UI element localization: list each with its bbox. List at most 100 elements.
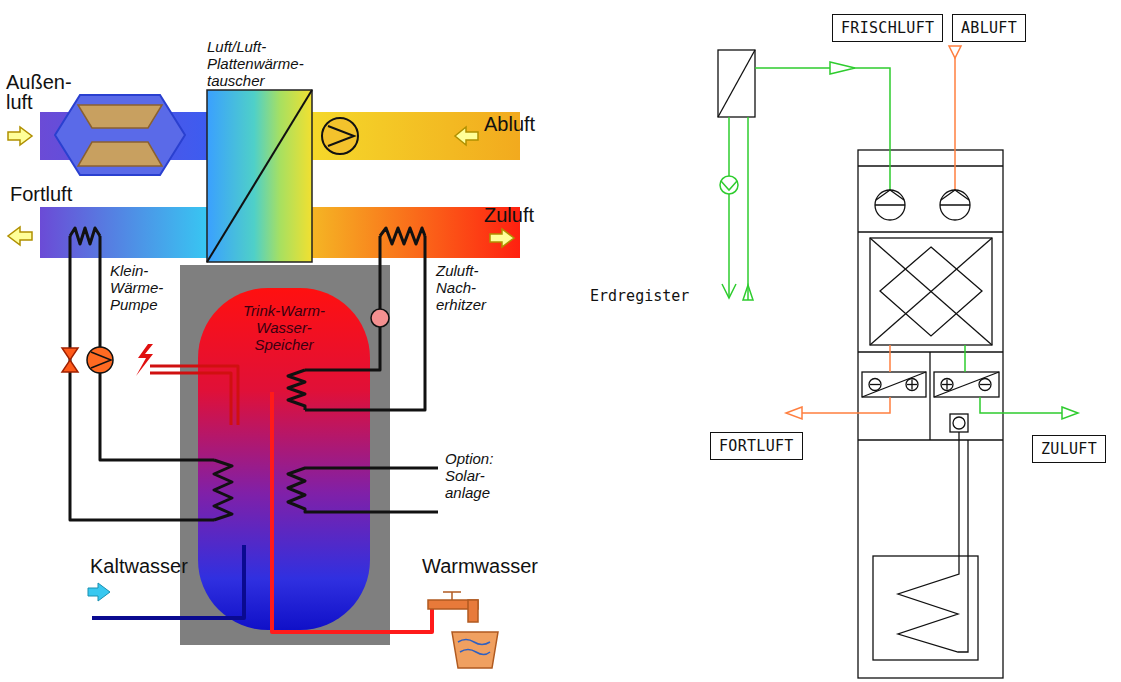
unit-schematic-part	[906, 379, 918, 391]
water-tap-part	[468, 600, 478, 622]
fresh-air-lines-part	[1062, 407, 1078, 419]
air-flow-arrows-part	[455, 127, 478, 145]
plate-heat-exchanger-part	[207, 90, 312, 262]
fresh-air-lines-part	[964, 345, 966, 372]
air-port-box: ABLUFT	[952, 14, 1026, 42]
air-flow-arrows-part	[8, 127, 32, 145]
fresh-air-lines-part	[720, 176, 738, 194]
air-flow-arrows	[8, 127, 514, 247]
pipework-part-part	[100, 236, 214, 460]
unit-schematic-part	[718, 50, 755, 117]
water-label: Kaltwasser	[90, 556, 188, 576]
node-text: ZULUFT	[1041, 440, 1097, 458]
water-tap	[428, 592, 478, 622]
component-label: Klein- Wärme- Pumpe	[110, 262, 172, 313]
exhaust-air-lines	[786, 46, 961, 419]
expansion-valve-part	[62, 360, 78, 372]
duct-label: Abluft	[484, 114, 535, 134]
duct-label: Zuluft	[484, 205, 534, 225]
component-label: Luft/Luft- Plattenwärme- tauscher	[207, 38, 315, 89]
unit-schematic-part	[718, 50, 755, 117]
tank-body-part	[198, 288, 370, 630]
label-anchor: Außen- luft	[6, 72, 86, 112]
unit-fans-part	[940, 190, 970, 220]
label-anchor: Fortluft	[10, 184, 72, 204]
unit-schematic-part	[911, 380, 912, 390]
fresh-air-lines-part	[980, 397, 1075, 413]
label-anchor: Kaltwasser	[90, 556, 188, 576]
unit-fans-part	[875, 190, 905, 205]
fresh-air-lines	[720, 62, 1078, 419]
air-filter	[55, 95, 185, 175]
air-filter-part	[78, 142, 162, 166]
tank-insulation	[180, 265, 390, 645]
unit-schematic-part	[898, 432, 968, 652]
label-anchor: Zuluft- Nach- erhitzer	[436, 262, 502, 313]
heat-pump-compressor-part	[87, 347, 113, 373]
unit-schematic-part	[869, 379, 881, 391]
expansion-valve	[62, 348, 78, 372]
label-anchor: Zuluft	[484, 205, 534, 225]
unit-schematic-part	[979, 379, 991, 391]
air-port-box: FORTLUFT	[710, 432, 803, 460]
air-port-box: FRISCHLUFT	[832, 14, 943, 42]
unit-schematic-part	[980, 384, 990, 385]
unit-schematic-part	[870, 384, 880, 385]
label-anchor: Option: Solar- anlage	[445, 450, 507, 501]
water-bucket-part	[458, 640, 490, 655]
water-bucket	[452, 632, 498, 668]
fresh-air-lines-part	[722, 284, 736, 298]
water-tap-part	[451, 592, 453, 600]
node-text: Trink-Warm- Wasser- Speicher	[236, 302, 332, 353]
unit-schematic-part	[941, 379, 953, 391]
unit-schematic-part	[929, 352, 930, 440]
exhaust-air-lines-part	[786, 407, 802, 419]
heat-pump-compressor	[87, 347, 113, 373]
exhaust-fan-part	[328, 126, 354, 146]
fresh-air-lines-part	[728, 117, 730, 298]
air-port-box: ZULUFT	[1032, 435, 1106, 463]
unit-schematic-part	[873, 556, 978, 660]
unit-schematic-part	[870, 238, 992, 345]
label-anchor: Klein- Wärme- Pumpe	[110, 262, 172, 313]
node-text: FORTLUFT	[719, 437, 794, 455]
unit-schematic-part	[858, 165, 1003, 166]
unit-schematic-part	[858, 150, 1003, 678]
node-text: ABLUFT	[961, 19, 1017, 37]
unit-schematic-part	[870, 238, 992, 345]
unit-schematic-part	[862, 372, 926, 397]
unit-schematic-part	[862, 372, 926, 397]
pipework-part-part	[70, 228, 100, 244]
unit-schematic-part	[870, 238, 992, 345]
fresh-air-lines-part	[755, 68, 890, 190]
circulation-pump-part	[371, 309, 389, 327]
component-label: Erdregister	[590, 287, 689, 305]
duct-label: Fortluft	[10, 184, 72, 204]
exhaust-air-lines-part	[949, 46, 961, 58]
storage-tank: Trink-Warm- Wasser- Speicher	[198, 288, 370, 630]
fresh-air-lines-part	[721, 181, 737, 190]
water-tap-part	[443, 591, 461, 593]
expansion-valve-part	[62, 348, 78, 360]
exhaust-air-lines-part	[889, 345, 891, 372]
label-anchor: Abluft	[484, 114, 535, 134]
unit-schematic-part	[858, 439, 1003, 440]
unit-schematic-part	[880, 247, 982, 336]
unit-schematic-part	[858, 231, 1003, 232]
exhaust-fan-part	[322, 118, 358, 154]
fresh-air-lines-part	[747, 117, 749, 300]
tank-body-part	[198, 288, 370, 630]
plate-heat-exchanger	[207, 90, 312, 262]
pipework-part-part	[70, 236, 214, 520]
tank-body	[198, 288, 370, 630]
unit-fans-part	[875, 190, 905, 220]
label-anchor: Warmwasser	[422, 556, 538, 576]
unit-schematic-part	[953, 417, 965, 429]
unit-schematic-part	[950, 414, 968, 432]
air-flow-arrows-part	[490, 229, 514, 247]
label-anchor: Erdregister	[590, 287, 689, 305]
air-ducts-part	[40, 207, 207, 258]
air-filter-part	[55, 95, 185, 175]
pipework	[70, 228, 438, 632]
